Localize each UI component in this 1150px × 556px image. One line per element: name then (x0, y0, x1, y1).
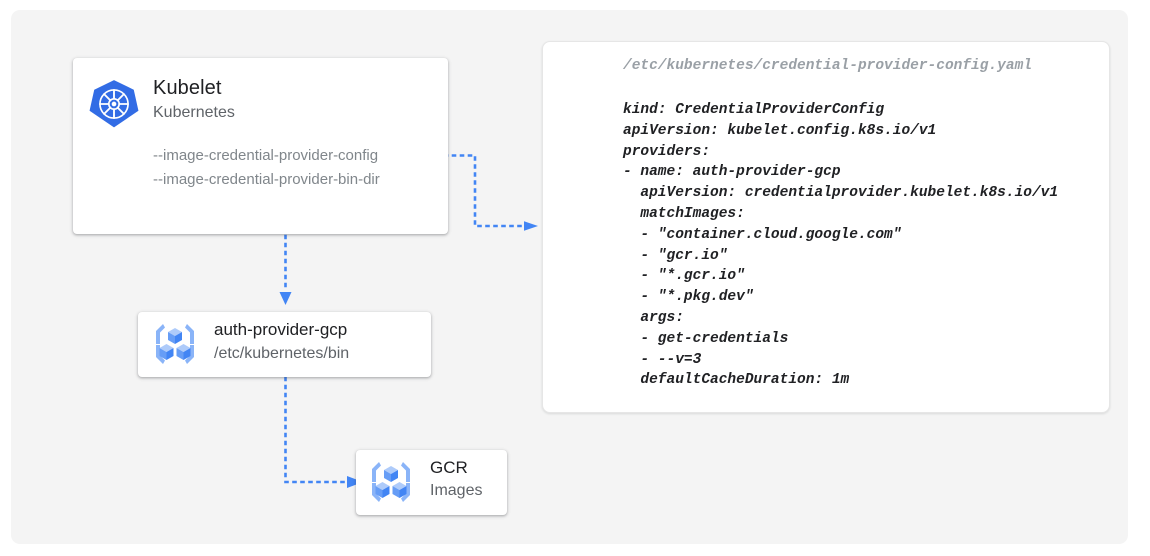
kubelet-card-title: Kubelet (153, 77, 222, 99)
auth-provider-subtitle: /etc/kubernetes/bin (214, 345, 350, 362)
yaml-file-path: /etc/kubernetes/credential-provider-conf… (623, 58, 1032, 74)
kubelet-card[interactable]: Kubelet Kubernetes --image-credential-pr… (73, 58, 448, 234)
kubelet-card-subtitle: Kubernetes (153, 104, 235, 121)
credential-provider-config-panel[interactable]: /etc/kubernetes/credential-provider-conf… (542, 41, 1110, 413)
kubernetes-logo-icon (88, 78, 140, 130)
yaml-content: kind: CredentialProviderConfig apiVersio… (623, 102, 1059, 389)
gcp-container-registry-icon (366, 457, 416, 507)
gcp-container-registry-icon (150, 319, 200, 369)
gcr-subtitle: Images (430, 482, 483, 499)
gcr-card[interactable]: GCR Images (356, 450, 507, 515)
auth-provider-title: auth-provider-gcp (214, 320, 348, 339)
cube-bottom-left (375, 482, 390, 498)
cube-bottom-right (392, 482, 407, 498)
cube-top (168, 328, 182, 344)
cube-bottom-right (176, 344, 191, 360)
auth-provider-gcp-card[interactable]: auth-provider-gcp /etc/kubernetes/bin (138, 312, 431, 377)
gcr-title: GCR (430, 458, 468, 477)
cube-bottom-left (159, 344, 174, 360)
cube-top (384, 466, 398, 482)
kubelet-flag-config: --image-credential-provider-config (153, 147, 379, 164)
kubelet-flag-bin-dir: --image-credential-provider-bin-dir (153, 171, 380, 188)
kubelet-card-flags: --image-credential-provider-config --ima… (153, 144, 380, 192)
